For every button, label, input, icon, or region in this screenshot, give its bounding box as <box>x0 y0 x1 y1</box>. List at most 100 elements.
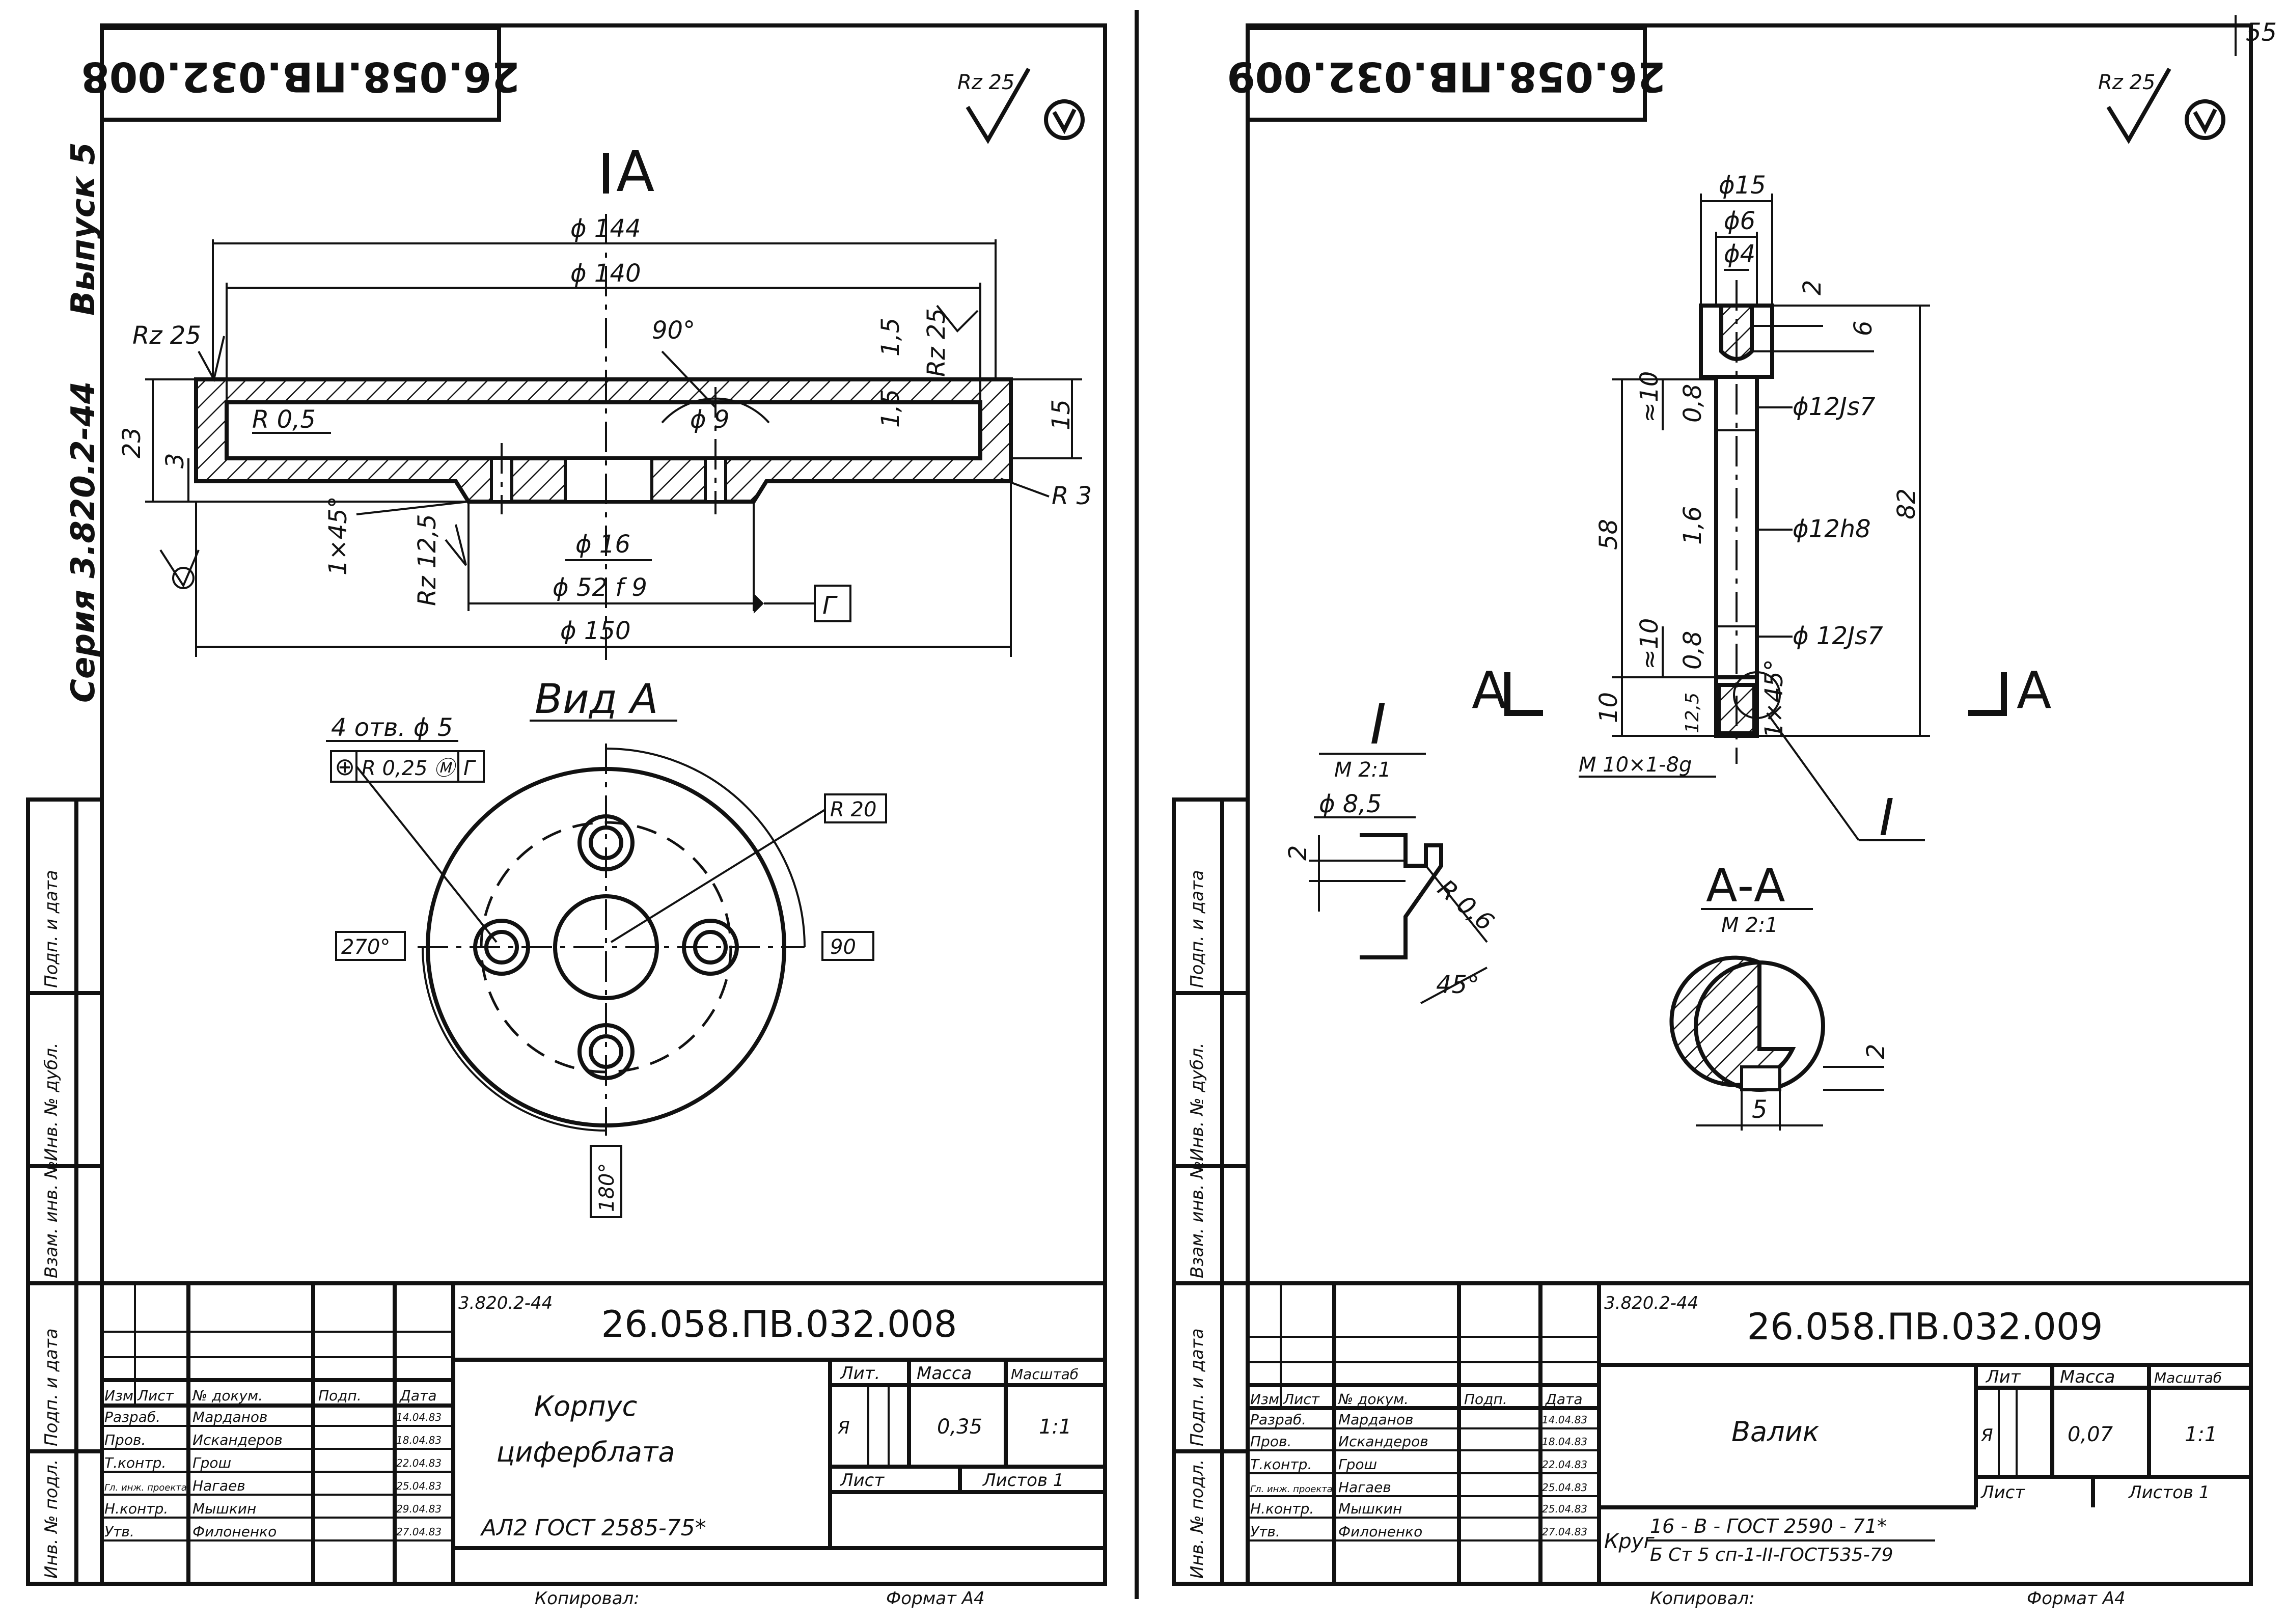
svg-text:Пров.: Пров. <box>104 1432 146 1448</box>
sheet1-view-marker: А <box>616 139 654 204</box>
svg-text:№ докум.: № докум. <box>1337 1391 1409 1408</box>
sheet1-code-box <box>100 26 501 122</box>
svg-text:82: 82 <box>1892 488 1921 519</box>
svg-text:R 0,6: R 0,6 <box>1432 874 1499 937</box>
svg-text:22.04.83: 22.04.83 <box>396 1457 442 1469</box>
svg-text:Подп.: Подп. <box>1464 1391 1507 1408</box>
sheet1-tolerance-frame: ⊕ R 0,25 Ⓜ Г <box>330 750 485 783</box>
sheet1-roughness-symbol: Rz 25 <box>957 68 1085 144</box>
side-col-5: Инв. № подл. <box>41 1459 62 1579</box>
svg-text:Масса: Масса <box>917 1363 972 1384</box>
sheet2-detail: I М 2:1 ϕ 8,5 2 R 0,6 45° <box>1284 692 1499 1004</box>
side-strip-right: Инв. № подл. Подп. и дата Взам. инв. № И… <box>1172 797 1250 1586</box>
svg-text:Изм.: Изм. <box>104 1387 138 1404</box>
svg-text:Разраб.: Разраб. <box>1250 1411 1306 1428</box>
svg-text:Утв.: Утв. <box>1250 1523 1280 1540</box>
sheet2-section-aa: А-А М 2:1 2 5 <box>1669 859 1890 1131</box>
sheet1-title-block: 3.820.2-44 26.058.ПВ.032.008 Корпус цифе… <box>100 1281 1107 1586</box>
sheet1-a270: 270° <box>341 935 390 959</box>
svg-text:1×45°: 1×45° <box>324 496 352 575</box>
svg-text:Листов 1: Листов 1 <box>2128 1482 2210 1503</box>
svg-text:Т.контр.: Т.контр. <box>1250 1456 1312 1473</box>
svg-text:Rz 25: Rz 25 <box>132 321 201 350</box>
svg-text:27.04.83: 27.04.83 <box>1542 1526 1587 1538</box>
svg-text:1×45°: 1×45° <box>1760 659 1788 738</box>
sheet2-dimensions: ϕ15 ϕ6 ϕ4 2 6 ≈10 0,8 ϕ12Js7 82 58 <box>1579 171 1930 847</box>
sheet2-code-box <box>1246 26 1647 122</box>
svg-text:ϕ 140: ϕ 140 <box>570 259 641 288</box>
svg-text:ϕ12Js7: ϕ12Js7 <box>1793 393 1876 421</box>
svg-text:Масштаб: Масштаб <box>2154 1369 2222 1386</box>
svg-text:Гл. инж. проекта: Гл. инж. проекта <box>104 1482 187 1493</box>
sheet2-roughness-symbol: Rz 25 <box>2098 68 2225 144</box>
svg-text:Листов 1: Листов 1 <box>982 1470 1064 1491</box>
svg-text:⊕: ⊕ <box>335 753 355 781</box>
svg-text:1,5: 1,5 <box>876 389 905 428</box>
sheet-1: 26.058.ПВ.032.008 Rz 25 А ϕ 144 <box>81 23 1107 1609</box>
svg-text:Мышкин: Мышкин <box>192 1500 256 1517</box>
svg-text:2: 2 <box>1284 845 1312 861</box>
svg-text:Филоненко: Филоненко <box>1338 1523 1422 1540</box>
sheet1-holes: 4 отв. ϕ 5 <box>331 713 453 742</box>
svg-text:3: 3 <box>161 453 189 469</box>
svg-text:0,8: 0,8 <box>1678 384 1707 423</box>
svg-text:2: 2 <box>1798 280 1827 295</box>
svg-text:Лист: Лист <box>1980 1482 2025 1503</box>
svg-text:25.04.83: 25.04.83 <box>1542 1503 1587 1515</box>
series-label: Серия 3.820.2-44 <box>65 381 102 703</box>
svg-text:90°: 90° <box>652 316 695 345</box>
svg-text:Лист: Лист <box>839 1470 885 1491</box>
svg-text:ϕ 144: ϕ 144 <box>570 214 641 243</box>
svg-text:Круг: Круг <box>1604 1530 1655 1553</box>
svg-text:3.820.2-44: 3.820.2-44 <box>1604 1293 1698 1313</box>
sheet1-view-title: Вид А <box>535 675 658 723</box>
sheet2-code-top: 26.058.ПВ.032.009 <box>1227 53 1666 100</box>
svg-text:45°: 45° <box>1436 971 1479 999</box>
svg-text:Гл. инж. проекта: Гл. инж. проекта <box>1250 1484 1333 1495</box>
sheet1-a180: 180° <box>595 1163 619 1212</box>
svg-text:Грош: Грош <box>192 1454 231 1471</box>
svg-text:18.04.83: 18.04.83 <box>1542 1436 1587 1448</box>
svg-text:Изм.: Изм. <box>1250 1391 1284 1408</box>
sheet1-270-box <box>335 931 406 961</box>
sheet1-format: Формат А4 <box>886 1588 985 1609</box>
svg-text:Марданов: Марданов <box>1338 1411 1414 1428</box>
svg-text:Rz 12,5: Rz 12,5 <box>413 514 442 606</box>
svg-text:ϕ 9: ϕ 9 <box>690 405 729 434</box>
issue-label: Выпуск 5 <box>65 142 102 316</box>
svg-text:Валик: Валик <box>1731 1416 1820 1448</box>
svg-text:Н.контр.: Н.контр. <box>104 1500 168 1517</box>
svg-text:27.04.83: 27.04.83 <box>396 1526 442 1538</box>
svg-text:10: 10 <box>1594 692 1623 723</box>
svg-text:R 0,25 Ⓜ: R 0,25 Ⓜ <box>362 757 457 780</box>
sheet1-r20: R 20 <box>830 798 876 821</box>
svg-text:ϕ12h8: ϕ12h8 <box>1793 515 1871 543</box>
sheet1-180-box <box>590 1145 622 1218</box>
sheet-2: 26.058.ПВ.032.009 Rz 25 ϕ15 ϕ <box>1227 23 2253 1609</box>
svg-text:16 - В - ГОСТ 2590 - 71*: 16 - В - ГОСТ 2590 - 71* <box>1650 1515 1887 1537</box>
side-col-2: Инв. № дубл. <box>41 1042 62 1161</box>
svg-text:2: 2 <box>1862 1043 1890 1059</box>
svg-text:6: 6 <box>1849 320 1878 336</box>
svg-text:ϕ 150: ϕ 150 <box>560 617 631 645</box>
svg-text:14.04.83: 14.04.83 <box>396 1411 442 1423</box>
svg-text:Лит.: Лит. <box>839 1363 880 1384</box>
svg-text:≈10: ≈10 <box>1635 371 1664 423</box>
sheet1-code-top: 26.058.ПВ.032.008 <box>81 53 520 100</box>
svg-text:ϕ 12Js7: ϕ 12Js7 <box>1793 622 1883 650</box>
svg-text:22.04.83: 22.04.83 <box>1542 1458 1587 1471</box>
svg-text:ϕ15: ϕ15 <box>1719 171 1766 200</box>
svg-text:№ докум.: № докум. <box>191 1387 263 1404</box>
svg-text:R 0,5: R 0,5 <box>252 405 316 434</box>
svg-text:≈10: ≈10 <box>1635 618 1664 670</box>
side-col-r5: Инв. № подл. <box>1187 1459 1207 1579</box>
svg-text:29.04.83: 29.04.83 <box>396 1503 442 1515</box>
svg-text:Подп.: Подп. <box>318 1387 362 1404</box>
sheet2-format: Формат А4 <box>2027 1588 2126 1609</box>
svg-text:I: I <box>1370 692 1386 757</box>
svg-text:Б Ст 5 сп-1-II-ГОСТ535-79: Б Ст 5 сп-1-II-ГОСТ535-79 <box>1650 1545 1893 1565</box>
side-col-4: Подп. и дата <box>41 1328 62 1446</box>
svg-text:ϕ 8,5: ϕ 8,5 <box>1319 790 1382 818</box>
svg-text:Дата: Дата <box>399 1387 437 1404</box>
svg-text:1,6: 1,6 <box>1678 506 1707 545</box>
